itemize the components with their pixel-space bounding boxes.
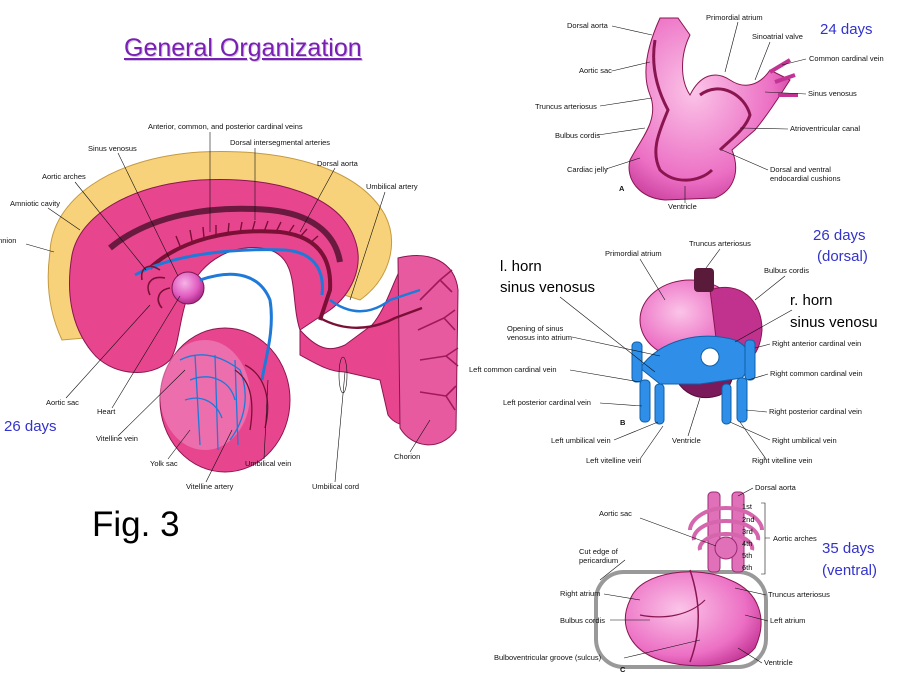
label-yolk-sac: Yolk sac xyxy=(150,459,178,468)
dorsal-aorta-vessel xyxy=(148,229,333,321)
c-label-aortic-sac: Aortic sac xyxy=(599,509,632,518)
b-label-right-common-cardinal: Right common cardinal vein xyxy=(770,369,863,378)
panel-b-age-1: 26 days xyxy=(813,227,866,244)
b-label-primordial-atrium: Primordial atrium xyxy=(605,249,662,258)
b-label-right-posterior-cardinal: Right posterior cardinal vein xyxy=(769,407,862,416)
panel-a-letter: A xyxy=(619,184,625,193)
b-label-right-umbilical: Right umbilical vein xyxy=(772,436,837,445)
a-label-primordial-atrium: Primordial atrium xyxy=(706,13,763,22)
page-title: General Organization xyxy=(124,34,362,62)
label-intersegmental-arteries: Dorsal intersegmental arteries xyxy=(230,138,330,147)
c-label-bv-groove: Bulboventricular groove (sulcus) xyxy=(494,653,602,662)
panel-b-truncus xyxy=(694,268,714,292)
c-label-cut-edge-2: pericardium xyxy=(579,556,618,565)
label-amniotic-cavity: Amniotic cavity xyxy=(10,199,60,208)
c-arch-4: 4th xyxy=(742,539,752,548)
b-label-left-posterior-cardinal: Left posterior cardinal vein xyxy=(503,398,591,407)
panel-a-age: 24 days xyxy=(820,21,873,38)
a-label-ventricle: Ventricle xyxy=(668,202,697,211)
panel-b-sinus-venosus xyxy=(639,335,751,385)
label-vitelline-vein: Vitelline vein xyxy=(96,434,138,443)
embryo-age: 26 days xyxy=(4,418,57,435)
b-label-opening-1: Opening of sinus xyxy=(507,324,564,333)
b-label-right-vitelline: Right vitelline vein xyxy=(752,456,812,465)
c-arch-6: 6th xyxy=(742,563,752,572)
panel-b: l. horn sinus venosus r. horn sinus veno… xyxy=(469,227,878,465)
c-arch-1: 1st xyxy=(742,502,753,511)
label-amnion: Amnion xyxy=(0,236,16,245)
embryo-heart xyxy=(171,271,205,305)
label-vitelline-artery: Vitelline artery xyxy=(186,482,234,491)
r-horn-2: sinus venosu xyxy=(790,314,878,331)
c-arch-3: 3rd xyxy=(742,527,753,536)
b-label-bulbus-cordis: Bulbus cordis xyxy=(764,266,809,275)
c-label-bulbus-cordis: Bulbus cordis xyxy=(560,616,605,625)
a-label-aortic-sac: Aortic sac xyxy=(579,66,612,75)
label-umbilical-artery: Umbilical artery xyxy=(366,182,418,191)
b-label-opening-2: venosus into atrium xyxy=(507,333,572,342)
c-label-truncus-arteriosus: Truncus arteriosus xyxy=(768,590,830,599)
label-heart: Heart xyxy=(97,407,116,416)
label-dorsal-aorta: Dorsal aorta xyxy=(317,159,359,168)
label-aortic-arches: Aortic arches xyxy=(42,172,86,181)
b-label-truncus-arteriosus: Truncus arteriosus xyxy=(689,239,751,248)
b-label-left-common-cardinal: Left common cardinal vein xyxy=(469,365,557,374)
label-cardinal-veins: Anterior, common, and posterior cardinal… xyxy=(148,122,303,131)
a-label-cardiac-jelly: Cardiac jelly xyxy=(567,165,608,174)
a-label-common-cardinal-vein: Common cardinal vein xyxy=(809,54,884,63)
l-horn-1: l. horn xyxy=(500,258,542,275)
b-label-left-vitelline: Left vitelline vein xyxy=(586,456,641,465)
panel-a-heart-tube xyxy=(628,17,791,201)
label-sinus-venosus: Sinus venosus xyxy=(88,144,137,153)
chorion xyxy=(397,255,459,446)
a-label-cushions-1: Dorsal and ventral xyxy=(770,165,831,174)
embryo-diagram: Anterior, common, and posterior cardinal… xyxy=(0,122,459,491)
figure-label: Fig. 3 xyxy=(92,505,180,544)
b-label-left-umbilical: Left umbilical vein xyxy=(551,436,611,445)
panel-c-age-1: 35 days xyxy=(822,540,875,557)
a-label-sinoatrial-valve: Sinoatrial valve xyxy=(752,32,803,41)
panel-b-letter: B xyxy=(620,418,626,427)
c-arch-5: 5th xyxy=(742,551,752,560)
l-horn-2: sinus venosus xyxy=(500,279,595,296)
panel-c-age-2: (ventral) xyxy=(822,562,877,579)
c-label-right-atrium: Right atrium xyxy=(560,589,600,598)
panel-b-age-2: (dorsal) xyxy=(817,248,868,265)
c-label-ventricle: Ventricle xyxy=(764,658,793,667)
c-label-dorsal-aorta: Dorsal aorta xyxy=(755,483,797,492)
label-chorion: Chorion xyxy=(394,452,420,461)
c-label-aortic-arches: Aortic arches xyxy=(773,534,817,543)
panel-c-letter: C xyxy=(620,665,626,674)
label-umbilical-cord: Umbilical cord xyxy=(312,482,359,491)
a-label-av-canal: Atrioventricular canal xyxy=(790,124,860,133)
panel-c-aortic-sac xyxy=(714,536,738,560)
c-label-cut-edge-1: Cut edge of xyxy=(579,547,619,556)
label-aortic-sac: Aortic sac xyxy=(46,398,79,407)
c-label-left-atrium: Left atrium xyxy=(770,616,805,625)
b-label-right-anterior-cardinal: Right anterior cardinal vein xyxy=(772,339,861,348)
b-label-ventricle: Ventricle xyxy=(672,436,701,445)
a-label-dorsal-aorta: Dorsal aorta xyxy=(567,21,609,30)
cardinal-veins xyxy=(134,248,324,296)
panel-c-heart xyxy=(625,571,762,667)
a-label-truncus-arteriosus: Truncus arteriosus xyxy=(535,102,597,111)
a-label-bulbus-cordis: Bulbus cordis xyxy=(555,131,600,140)
a-label-sinus-venosus: Sinus venosus xyxy=(808,89,857,98)
a-label-cushions-2: endocardial cushions xyxy=(770,174,841,183)
panel-c: Dorsal aorta Aortic sac 1st 2nd 3rd 4th … xyxy=(494,483,877,674)
c-arch-2: 2nd xyxy=(742,515,755,524)
panel-a: Dorsal aorta Primordial atrium Sinoatria… xyxy=(535,13,884,211)
label-umbilical-vein: Umbilical vein xyxy=(245,459,291,468)
r-horn-1: r. horn xyxy=(790,292,833,309)
